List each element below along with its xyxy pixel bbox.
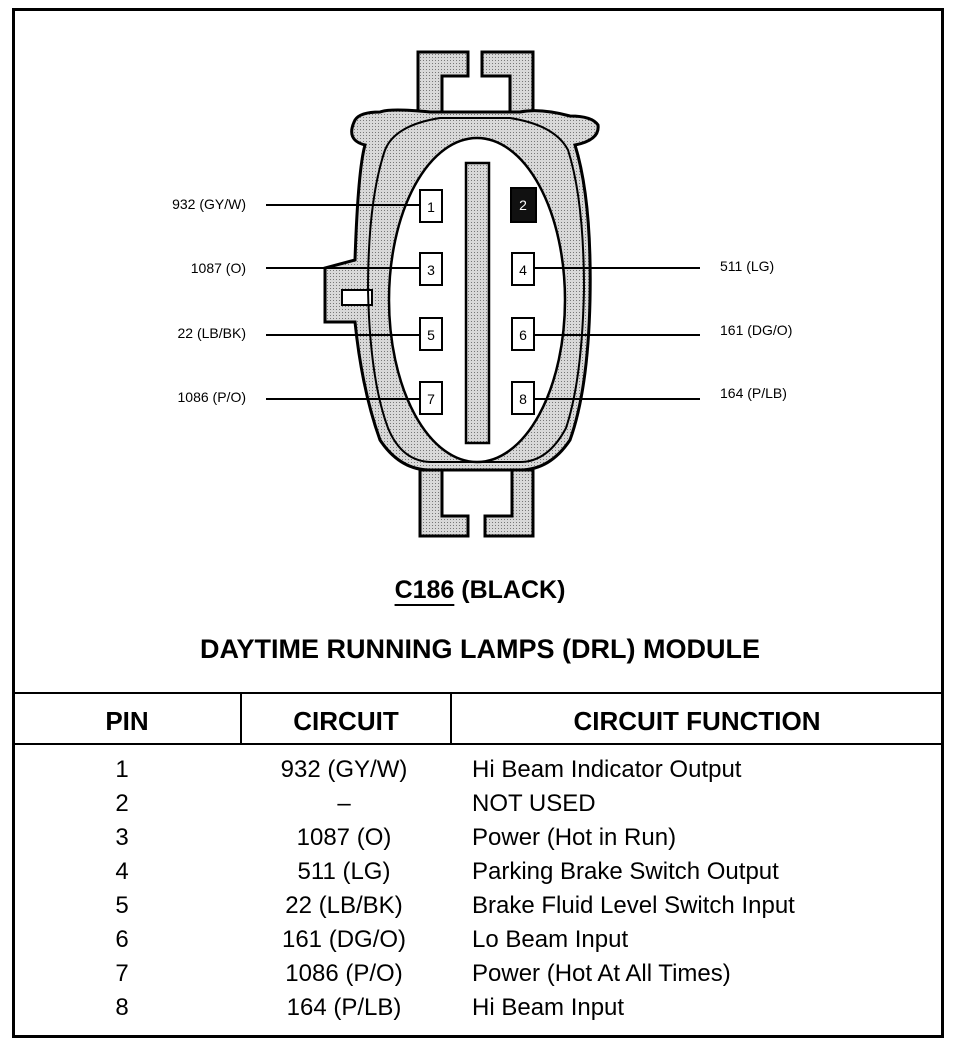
pin-number: 1 [427,199,435,215]
connector-title: C186 (BLACK) [0,576,960,605]
cell-function: Power (Hot At All Times) [472,960,731,987]
cell-circuit: 22 (LB/BK) [285,892,403,919]
pin-number: 7 [427,391,435,407]
table-row: 2 – NOT USED [12,790,944,824]
pin-table: PIN CIRCUIT CIRCUIT FUNCTION 1 932 (GY/W… [12,692,944,1038]
table-row: 6 161 (DG/O) Lo Beam Input [12,926,944,960]
cell-pin: 3 [115,824,129,851]
wire-lines [266,204,700,400]
pin-cavity-3: 3 [419,252,443,286]
cell-function: Power (Hot in Run) [472,824,677,851]
pin-number: 6 [519,327,527,343]
table-row: 4 511 (LG) Parking Brake Switch Output [12,858,944,892]
table-header-rule [12,743,944,745]
header-pin: PIN [105,706,149,736]
wire-label-1087: 1087 (O) [190,260,246,276]
cell-pin: 1 [115,756,129,783]
cell-pin: 2 [115,790,129,817]
table-row: 8 164 (P/LB) Hi Beam Input [12,994,944,1028]
pin-number: 4 [519,262,527,278]
diagram-frame [12,8,944,1038]
pin-number: 3 [427,262,435,278]
cell-function: Hi Beam Input [472,994,625,1021]
wire-label-511: 511 (LG) [720,258,775,274]
cell-circuit: 161 (DG/O) [281,926,407,953]
pin-number: 2 [519,197,527,213]
table-row: 1 932 (GY/W) Hi Beam Indicator Output [12,756,944,790]
pin-cavity-2: 2 [510,187,537,223]
table-row: 5 22 (LB/BK) Brake Fluid Level Switch In… [12,892,944,926]
connector-diagram: 1 2 3 4 5 6 7 8 [266,50,700,538]
wire-label-932: 932 (GY/W) [172,196,246,212]
cell-pin: 7 [115,960,129,987]
pin-cavity-1: 1 [419,189,443,223]
table-divider [450,694,452,745]
table-row: 7 1086 (P/O) Power (Hot At All Times) [12,960,944,994]
table-top-rule [12,692,944,694]
pin-cavity-4: 4 [511,252,535,286]
cell-pin: 4 [115,858,129,885]
module-title: DAYTIME RUNNING LAMPS (DRL) MODULE [200,634,760,664]
cell-pin: 8 [115,994,129,1021]
pin-cavity-6: 6 [511,317,535,351]
pin-cavity-7: 7 [419,381,443,415]
wire-label-22: 22 (LB/BK) [177,325,246,341]
cell-circuit: 1086 (P/O) [285,960,403,987]
wire-label-161: 161 (DG/O) [720,322,793,338]
cell-circuit: 1087 (O) [296,824,392,851]
cell-circuit: 932 (GY/W) [280,756,408,783]
header-circuit-function: CIRCUIT FUNCTION [573,706,821,736]
table-body: 1 932 (GY/W) Hi Beam Indicator Output 2 … [12,756,944,1028]
cell-function: NOT USED [472,790,596,817]
pin-cavity-5: 5 [419,317,443,351]
cell-circuit: 164 (P/LB) [286,994,402,1021]
cell-function: Parking Brake Switch Output [472,858,779,885]
cell-pin: 5 [115,892,129,919]
cell-pin: 6 [115,926,129,953]
connector-id: C186 [394,576,455,604]
cell-function: Lo Beam Input [472,926,629,953]
cell-function: Hi Beam Indicator Output [472,756,742,783]
pin-cavity-8: 8 [511,381,535,415]
center-key [464,161,491,445]
pin-number: 8 [519,391,527,407]
header-circuit: CIRCUIT [293,706,399,736]
wire-label-164: 164 (P/LB) [720,385,787,401]
table-divider [240,694,242,745]
wire-label-1086: 1086 (P/O) [177,389,246,405]
pin-number: 5 [427,327,435,343]
table-row: 3 1087 (O) Power (Hot in Run) [12,824,944,858]
cell-function: Brake Fluid Level Switch Input [472,892,795,919]
connector-color: (BLACK) [461,576,566,604]
cell-circuit: – [337,790,351,817]
cell-circuit: 511 (LG) [297,858,391,885]
